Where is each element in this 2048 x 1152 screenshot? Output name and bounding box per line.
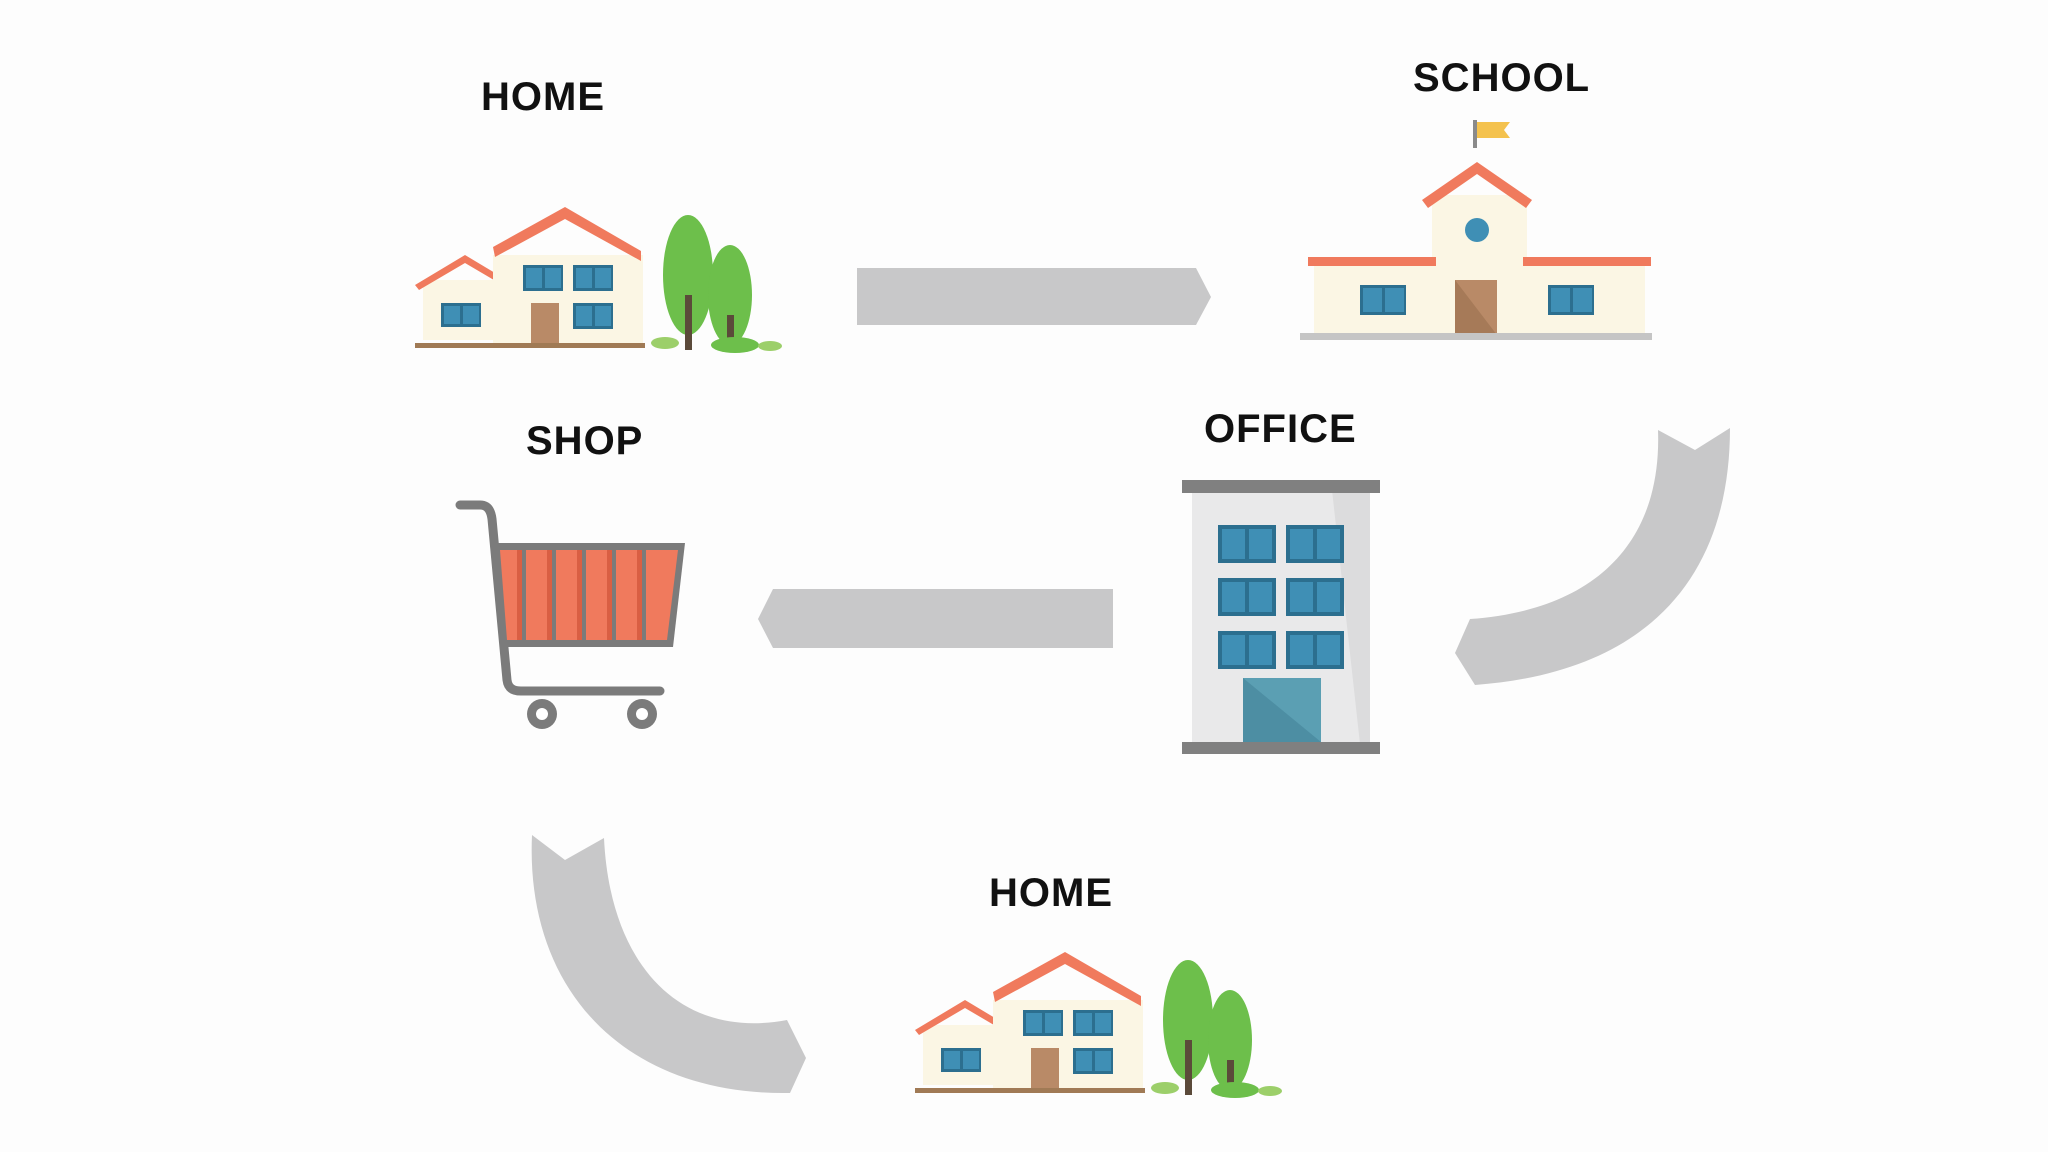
house-with-trees-icon [415, 207, 782, 353]
arrow-office-to-shop [758, 589, 1113, 648]
office-label: OFFICE [1204, 407, 1357, 451]
office-building-icon [1182, 480, 1380, 754]
shopping-cart-icon [455, 500, 685, 729]
arrow-shop-to-home [531, 835, 806, 1094]
school-label: SCHOOL [1413, 56, 1591, 100]
home-start-label: HOME [481, 75, 605, 119]
home-end-label: HOME [989, 871, 1113, 915]
school-icon [1300, 120, 1652, 340]
arrow-school-to-office [1455, 428, 1730, 685]
house-with-trees-icon [915, 952, 1282, 1098]
arrow-home-to-school-shape [857, 268, 1211, 325]
shop-label: SHOP [526, 419, 644, 463]
